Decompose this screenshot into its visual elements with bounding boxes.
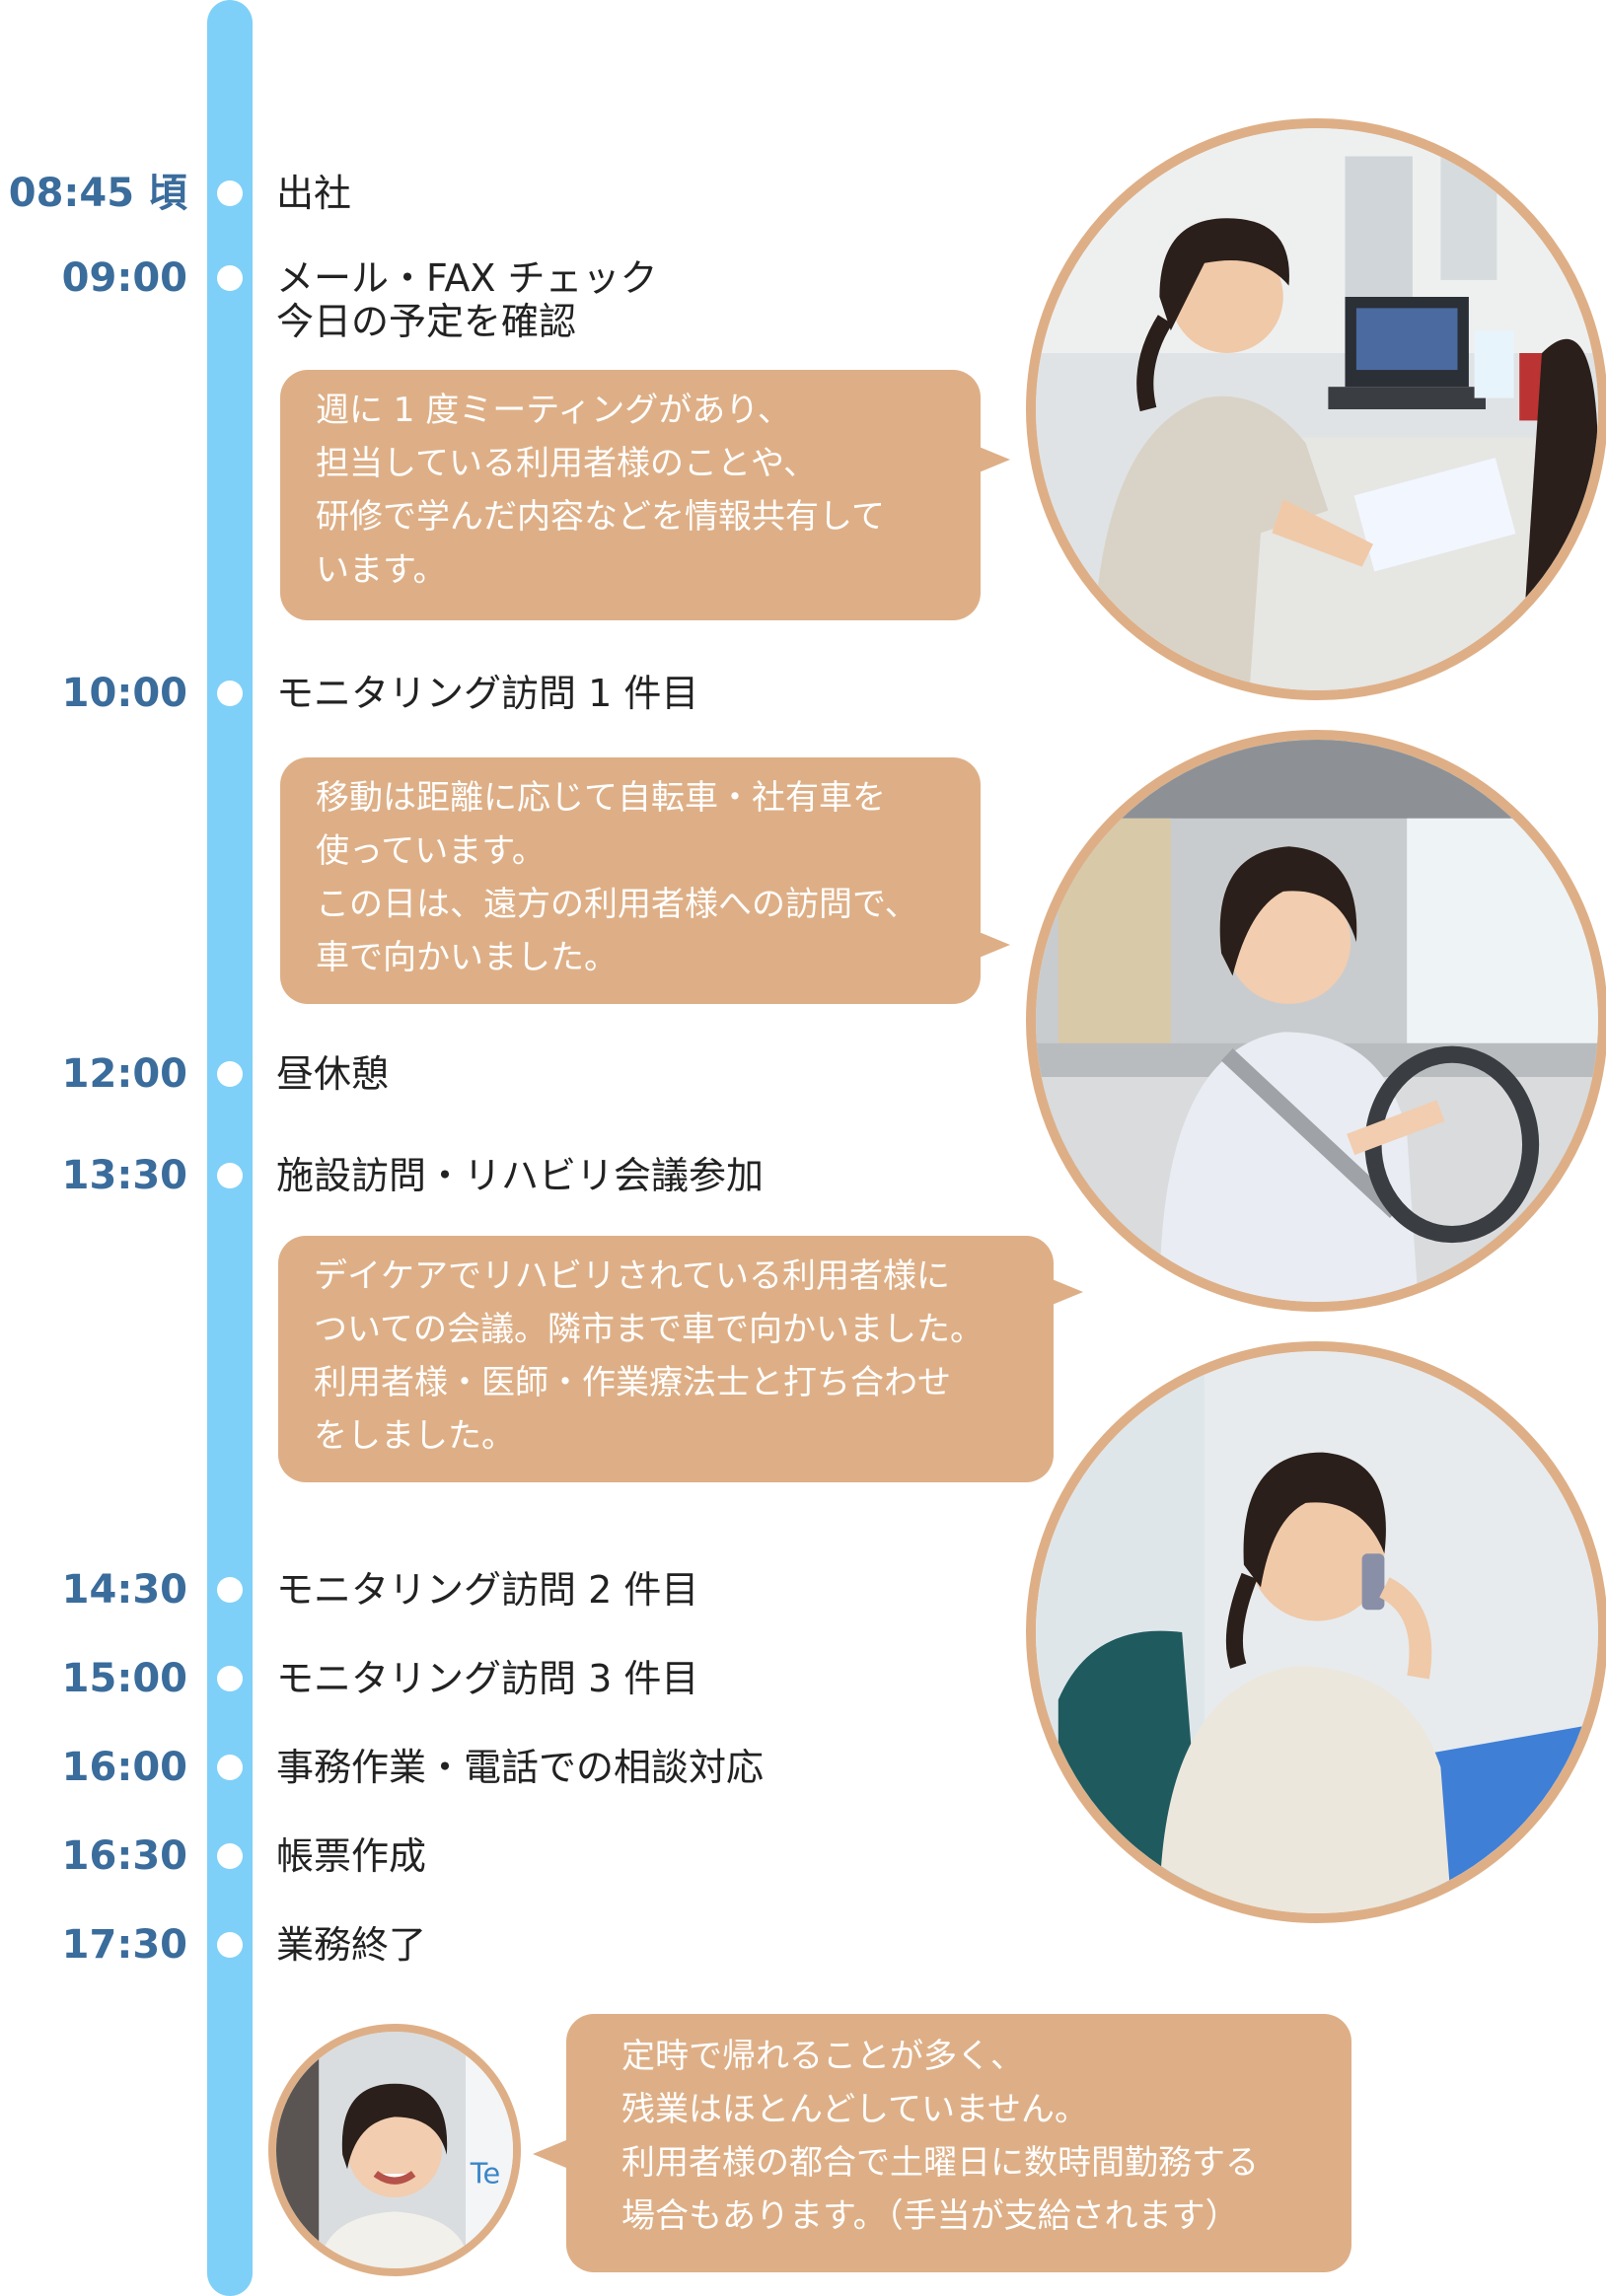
timeline-dot — [217, 1755, 243, 1780]
note-line: をしました。 — [314, 1416, 515, 1456]
note-line: 研修で学んだ内容などを情報共有して — [316, 497, 885, 537]
note-bubble: 週に 1 度ミーティングがあり、 担当している利用者様のことや、 研修で学んだ内… — [280, 370, 981, 620]
note-line: ついての会議。隣市まで車で向かいました。 — [314, 1310, 984, 1349]
task-label: 施設訪問・リハビリ会議参加 — [276, 1154, 765, 1197]
note-line: 移動は距離に応じて自転車・社有車を — [316, 778, 886, 818]
task-label: 出社 — [276, 172, 352, 215]
note-line: この日は、遠方の利用者様への訪問で、 — [316, 885, 918, 924]
portrait-photo: Te — [268, 2024, 521, 2276]
timeline-dot — [217, 180, 243, 206]
timeline-dot — [217, 1666, 243, 1691]
note-line: 週に 1 度ミーティングがあり、 — [316, 391, 791, 430]
task-label: 帳票作成 — [276, 1834, 427, 1878]
task-line: メール・FAX チェック — [276, 256, 658, 300]
time-label: 13:30 — [61, 1153, 187, 1198]
bubble-tail — [977, 446, 1010, 473]
bubble-tail — [1050, 1278, 1083, 1306]
note-line: 利用者様の都合で土曜日に数時間勤務する — [621, 2143, 1259, 2183]
note-bubble: 定時で帰れることが多く、 残業はほとんどしていません。 利用者様の都合で土曜日に… — [566, 2014, 1351, 2272]
note-line: 残業はほとんどしていません。 — [621, 2090, 1088, 2129]
timeline-dot — [217, 681, 243, 706]
time-label: 08:45 頃 — [8, 171, 187, 216]
timeline-rail — [207, 0, 253, 2296]
time-label: 09:00 — [61, 255, 187, 301]
svg-text:Te: Te — [470, 2157, 500, 2190]
timeline-dot — [217, 1061, 243, 1087]
task-label: メール・FAX チェック 今日の予定を確認 — [276, 256, 657, 343]
task-label: モニタリング訪問 2 件目 — [276, 1568, 699, 1612]
phone-call-photo — [1026, 1341, 1606, 1923]
time-label: 15:00 — [61, 1656, 187, 1701]
task-label: 業務終了 — [276, 1923, 427, 1967]
timeline-dot — [217, 1932, 243, 1958]
bubble-tail — [977, 931, 1010, 959]
task-line: 今日の予定を確認 — [276, 300, 577, 343]
task-label: 事務作業・電話での相談対応 — [276, 1746, 765, 1789]
task-label: モニタリング訪問 1 件目 — [276, 672, 699, 715]
note-line: 車で向かいました。 — [316, 938, 618, 977]
note-line: 使っています。 — [316, 831, 546, 871]
note-line: 担当している利用者様のことや、 — [316, 444, 817, 483]
note-bubble: デイケアでリハビリされている利用者様に ついての会議。隣市まで車で向かいました。… — [278, 1236, 1054, 1482]
timeline-dot — [217, 1843, 243, 1869]
note-line: います。 — [316, 550, 447, 590]
car-driving-photo — [1026, 730, 1606, 1312]
time-label: 16:00 — [61, 1745, 187, 1790]
time-label: 14:30 — [61, 1567, 187, 1613]
note-line: 利用者様・医師・作業療法士と打ち合わせ — [314, 1363, 951, 1402]
time-label: 17:30 — [61, 1922, 187, 1968]
timeline-dot — [217, 1163, 243, 1188]
note-line: デイケアでリハビリされている利用者様に — [314, 1256, 950, 1296]
note-line: 場合もあります。（手当が支給されます） — [621, 2196, 1239, 2236]
time-label: 12:00 — [61, 1051, 187, 1097]
timeline-dot — [217, 1577, 243, 1603]
bubble-tail — [533, 2140, 566, 2168]
office-meeting-photo — [1026, 118, 1606, 700]
time-label: 10:00 — [61, 671, 187, 716]
timeline-dot — [217, 265, 243, 291]
note-line: 定時で帰れることが多く、 — [621, 2037, 1024, 2076]
note-bubble: 移動は距離に応じて自転車・社有車を 使っています。 この日は、遠方の利用者様への… — [280, 757, 981, 1004]
time-label: 16:30 — [61, 1833, 187, 1879]
task-label: モニタリング訪問 3 件目 — [276, 1657, 699, 1700]
task-label: 昼休憩 — [276, 1052, 390, 1096]
